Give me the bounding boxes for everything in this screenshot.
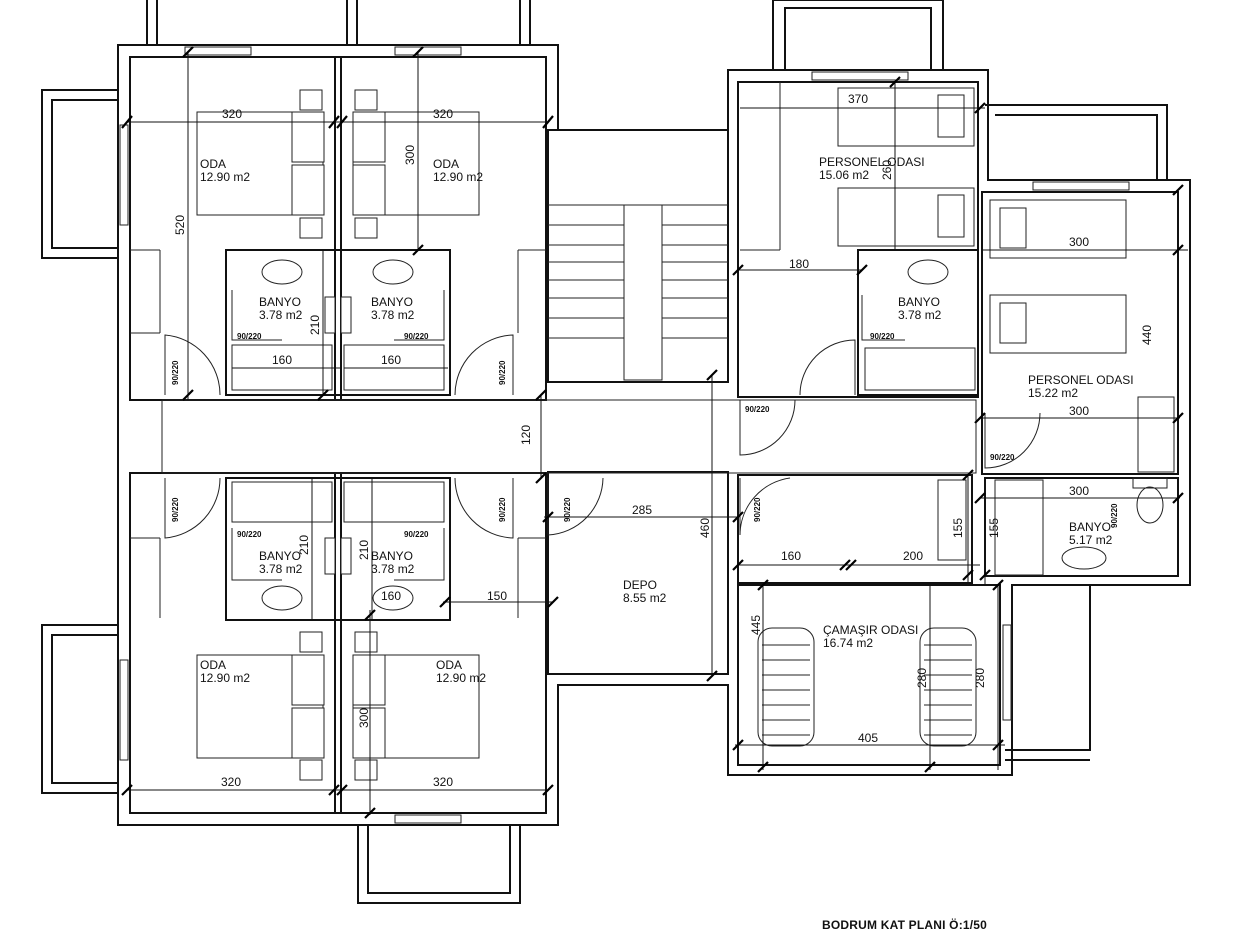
door-label-camasir: 90/220: [753, 497, 762, 522]
outer-walls: [117, 44, 1191, 826]
room-name-oda-tr: ODA: [433, 157, 459, 171]
laundry-fixtures: [757, 627, 977, 747]
dim-160-b: 160: [381, 589, 401, 603]
room-name-banyo-p1: BANYO: [898, 295, 940, 309]
dim-280-a: 280: [915, 668, 929, 688]
room-area-banyo-tr: 3.78 m2: [371, 308, 415, 322]
dim-320-br: 320: [433, 775, 453, 789]
room-name-camasir: ÇAMAŞIR ODASI: [823, 623, 918, 637]
door-labels: 90/220 90/220 90/220 90/220 90/220 90/22…: [171, 332, 1119, 539]
dimension-ticks: [121, 46, 1184, 819]
room-area-banyo-br: 3.78 m2: [371, 562, 415, 576]
dim-445: 445: [749, 615, 763, 635]
dim-440: 440: [1140, 325, 1154, 345]
room-area-banyo-bl: 3.78 m2: [259, 562, 303, 576]
dim-120: 120: [519, 425, 533, 445]
dim-320-tr: 320: [433, 107, 453, 121]
dimension-lines: [127, 52, 1188, 815]
room-name-banyo-p2: BANYO: [1069, 520, 1111, 534]
door-label-tr: 90/220: [498, 360, 507, 385]
door-label-p2: 90/220: [990, 453, 1015, 462]
room-name-oda-tl: ODA: [200, 157, 226, 171]
beds: [196, 87, 1127, 781]
dim-405: 405: [858, 731, 878, 745]
room-area-oda-br: 12.90 m2: [436, 671, 486, 685]
room-name-personel-1: PERSONEL ODASI: [819, 155, 925, 169]
room-area-oda-tl: 12.90 m2: [200, 170, 250, 184]
dim-150: 150: [487, 589, 507, 603]
room-area-banyo-tl: 3.78 m2: [259, 308, 303, 322]
dim-160-c: 160: [781, 549, 801, 563]
dim-280-b: 280: [973, 668, 987, 688]
room-area-depo: 8.55 m2: [623, 591, 667, 605]
staircase: [548, 204, 728, 381]
dim-200: 200: [903, 549, 923, 563]
room-name-banyo-bl: BANYO: [259, 549, 301, 563]
dim-155-a: 155: [951, 518, 965, 538]
dim-370: 370: [848, 92, 868, 106]
room-area-personel-2: 15.22 m2: [1028, 386, 1078, 400]
dim-520: 520: [173, 215, 187, 235]
room-name-banyo-tl: BANYO: [259, 295, 301, 309]
dim-210-bl: 210: [297, 535, 311, 555]
dim-300-p1: 300: [1069, 235, 1089, 249]
dim-300-p3: 300: [1069, 484, 1089, 498]
room-area-banyo-p2: 5.17 m2: [1069, 533, 1113, 547]
room-name-depo: DEPO: [623, 578, 657, 592]
dim-210-br: 210: [357, 540, 371, 560]
dim-320-bl: 320: [221, 775, 241, 789]
dim-460: 460: [698, 518, 712, 538]
door-label-bath-tr: 90/220: [404, 332, 429, 341]
room-name-banyo-br: BANYO: [371, 549, 413, 563]
room-area-oda-tr: 12.90 m2: [433, 170, 483, 184]
dim-180: 180: [789, 257, 809, 271]
door-label-bath-br: 90/220: [404, 530, 429, 539]
dimension-labels: 320 320 300 520 210 160 160 120 285 460 …: [173, 92, 1154, 789]
plan-title: BODRUM KAT PLANI Ö:1/50: [822, 917, 987, 930]
dim-160-tl: 160: [272, 353, 292, 367]
partitions: [130, 57, 1175, 813]
room-name-oda-br: ODA: [436, 658, 462, 672]
dim-210-t: 210: [308, 315, 322, 335]
dim-320-tl: 320: [222, 107, 242, 121]
dim-260: 260: [880, 160, 894, 180]
room-area-camasir: 16.74 m2: [823, 636, 873, 650]
windows: [119, 46, 1130, 824]
room-name-personel-2: PERSONEL ODASI: [1028, 373, 1134, 387]
door-label-br: 90/220: [498, 497, 507, 522]
room-area-banyo-p1: 3.78 m2: [898, 308, 942, 322]
door-label-banyo-p2: 90/220: [1110, 503, 1119, 528]
dim-155-b: 155: [987, 518, 1001, 538]
dim-300-b: 300: [357, 708, 371, 728]
dim-285: 285: [632, 503, 652, 517]
room-name-banyo-tr: BANYO: [371, 295, 413, 309]
door-label-p1: 90/220: [745, 405, 770, 414]
door-label-bath-tl: 90/220: [237, 332, 262, 341]
door-swings: [164, 290, 1041, 581]
door-label-bath-bl: 90/220: [237, 530, 262, 539]
room-labels: ODA 12.90 m2 ODA 12.90 m2 ODA 12.90 m2 O…: [200, 155, 1134, 685]
dim-160-tr: 160: [381, 353, 401, 367]
room-area-oda-bl: 12.90 m2: [200, 671, 250, 685]
dim-300-t: 300: [403, 145, 417, 165]
room-name-oda-bl: ODA: [200, 658, 226, 672]
room-area-personel-1: 15.06 m2: [819, 168, 869, 182]
door-label-tl: 90/220: [171, 360, 180, 385]
door-label-depo: 90/220: [563, 497, 572, 522]
door-label-bl: 90/220: [171, 497, 180, 522]
dim-300-p2: 300: [1069, 404, 1089, 418]
door-label-p1b: 90/220: [870, 332, 895, 341]
